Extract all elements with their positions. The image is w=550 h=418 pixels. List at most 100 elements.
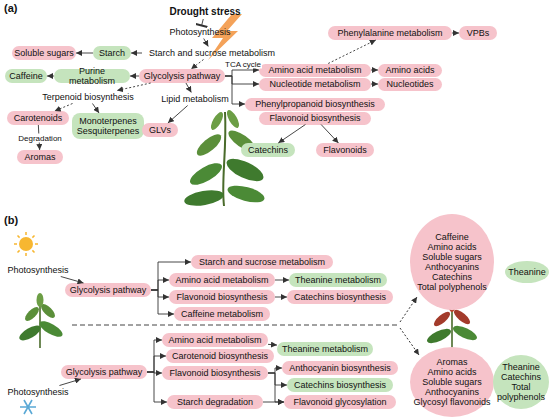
pink-pill: VPBs (459, 26, 497, 40)
plain-node: Starch and sucrose metabolism (142, 47, 282, 60)
dotted-arrow (400, 297, 417, 322)
node-text: Glycosyl flavonoids (413, 397, 490, 407)
pink-pill: Caffeine metabolism (174, 307, 270, 321)
node-text: Flavonoid glycosylation (293, 397, 386, 407)
node-text: Anthocyanins (425, 262, 479, 272)
node-text: Amino acids (427, 242, 476, 252)
node-text: Phenylpropanoid biosynthesis (255, 99, 375, 109)
node-text: Soluble sugars (14, 48, 74, 58)
pink-pill: Soluble sugars (12, 46, 76, 60)
pathway-arrow (275, 297, 287, 298)
pathway-arrow (225, 70, 259, 76)
green-pill: Catechins (241, 143, 295, 157)
panel-label: (a) (4, 2, 17, 14)
pink-pill: Flavonoid glycosylation (284, 395, 396, 409)
green-pill: Catechins biosynthesis (287, 378, 393, 392)
plain-node: Photosynthesis (160, 26, 240, 39)
node-text: Terpenoid biosynthesis (42, 92, 134, 102)
pink-pill: Flavonoids (316, 143, 374, 157)
node-text: Aromas (436, 357, 467, 367)
pathway-arrow (117, 83, 151, 91)
node-text: Theanine (508, 267, 546, 277)
pathway-arrow (275, 280, 289, 281)
pathway-arrow (147, 372, 162, 373)
plant-leaf (37, 293, 44, 307)
node-text: Flavonoid biosynthesis (169, 368, 260, 378)
pink-pill: Aromas (17, 150, 63, 164)
green-pill: Monoterpenes Sesquiterpenes (72, 113, 144, 139)
pink-pill: GLVs (142, 123, 178, 137)
pathway-arrow (76, 53, 93, 54)
node-text: Flavonoids (323, 145, 367, 155)
pathway-arrow (151, 280, 169, 290)
plain-node: Photosynthesis (2, 264, 74, 277)
pathway-arrow (186, 83, 191, 93)
node-text: GLVs (149, 125, 171, 135)
node-text: Total polyphenols (417, 282, 487, 292)
plant-leaf (225, 108, 242, 129)
pathway-arrow (371, 84, 378, 85)
plain-node: Lipid metabolism (153, 93, 237, 106)
pathway-arrow (263, 402, 284, 403)
pathway-arrow (452, 33, 459, 34)
green-pill: Caffeine (5, 69, 47, 83)
edge-label: TCA cycle (224, 60, 262, 69)
pathway-arrow (268, 368, 282, 373)
pathway-arrow (268, 373, 284, 402)
pink-circle: CaffeineAmino acidsSoluble sugarsAnthocy… (410, 214, 494, 310)
node-text: Carotenoids (14, 113, 63, 123)
pink-pill: Carotenoids (7, 111, 69, 125)
green-pill: Purine metabolism (54, 69, 130, 83)
node-text: Soluble sugars (422, 377, 482, 387)
plant-leaf (23, 305, 41, 323)
pathway-arrow (371, 70, 378, 71)
pink-pill: Nucleotides (378, 78, 442, 91)
pink-pill: Phenylpropanoid biosynthesis (245, 98, 385, 111)
plain-node: Terpenoid biosynthesis (38, 91, 138, 104)
red-leaf (452, 308, 472, 327)
plant-leaf (223, 154, 266, 185)
node-text: Theanine (502, 362, 540, 372)
pathway-arrow (321, 125, 338, 144)
pink-pill: Amino acid metabolism (169, 273, 275, 287)
plant-leaf (187, 159, 225, 189)
pathway-arrow (225, 76, 259, 84)
pathway-arrow (268, 373, 287, 385)
green-pill: Theanine metabolism (277, 342, 373, 356)
node-text: Amino acid metabolism (168, 335, 261, 345)
node-text: Starch and sucrose metabolism (199, 257, 325, 267)
sun-symbol (19, 237, 33, 251)
node-text: VPBs (467, 28, 490, 38)
plant-stem (223, 112, 225, 206)
pink-pill: Phenylalanine metabolism (328, 26, 452, 40)
pink-pill: Flavonoid biosynthesis (169, 290, 275, 304)
green-oval: TheanineCatechinsTotal polyphenols (493, 355, 549, 409)
panel-label: (b) (4, 214, 18, 226)
node-text: Phenylalanine metabolism (337, 28, 442, 38)
pathway-arrow (151, 290, 169, 297)
node-text: Caffeine (435, 232, 468, 242)
node-text: Caffeine (9, 71, 42, 81)
pink-pill: Amino acid metabolism (259, 64, 371, 77)
node-text: Anthocyanin biosynthesis (289, 363, 391, 373)
dotted-arrow (400, 328, 419, 355)
node-text: Caffeine metabolism (181, 309, 263, 319)
plain-node: Photosynthesis (2, 386, 74, 399)
plain-node: Drought stress (160, 5, 250, 19)
pathway-arrow (92, 104, 99, 114)
plant-leaf (37, 318, 65, 340)
pink-pill: Anthocyanin biosynthesis (282, 361, 398, 375)
pink-circle: AromasAmino acidsSoluble sugarsAnthocyan… (410, 347, 494, 417)
pathway-arrow (168, 106, 188, 124)
node-text: Glycolysis pathway (70, 285, 147, 295)
node-text: Theanine metabolism (282, 344, 368, 354)
pathway-arrow (59, 379, 80, 386)
node-text: Nucleotides (386, 79, 433, 89)
plant-leaf (209, 110, 226, 131)
node-text: Monoterpenes Sesquiterpenes (74, 116, 142, 136)
pathway-arrow (191, 60, 203, 70)
pink-pill: Starch degradation (167, 395, 263, 409)
pink-pill: Amino acids (378, 64, 442, 77)
pathway-arrow (47, 76, 54, 77)
